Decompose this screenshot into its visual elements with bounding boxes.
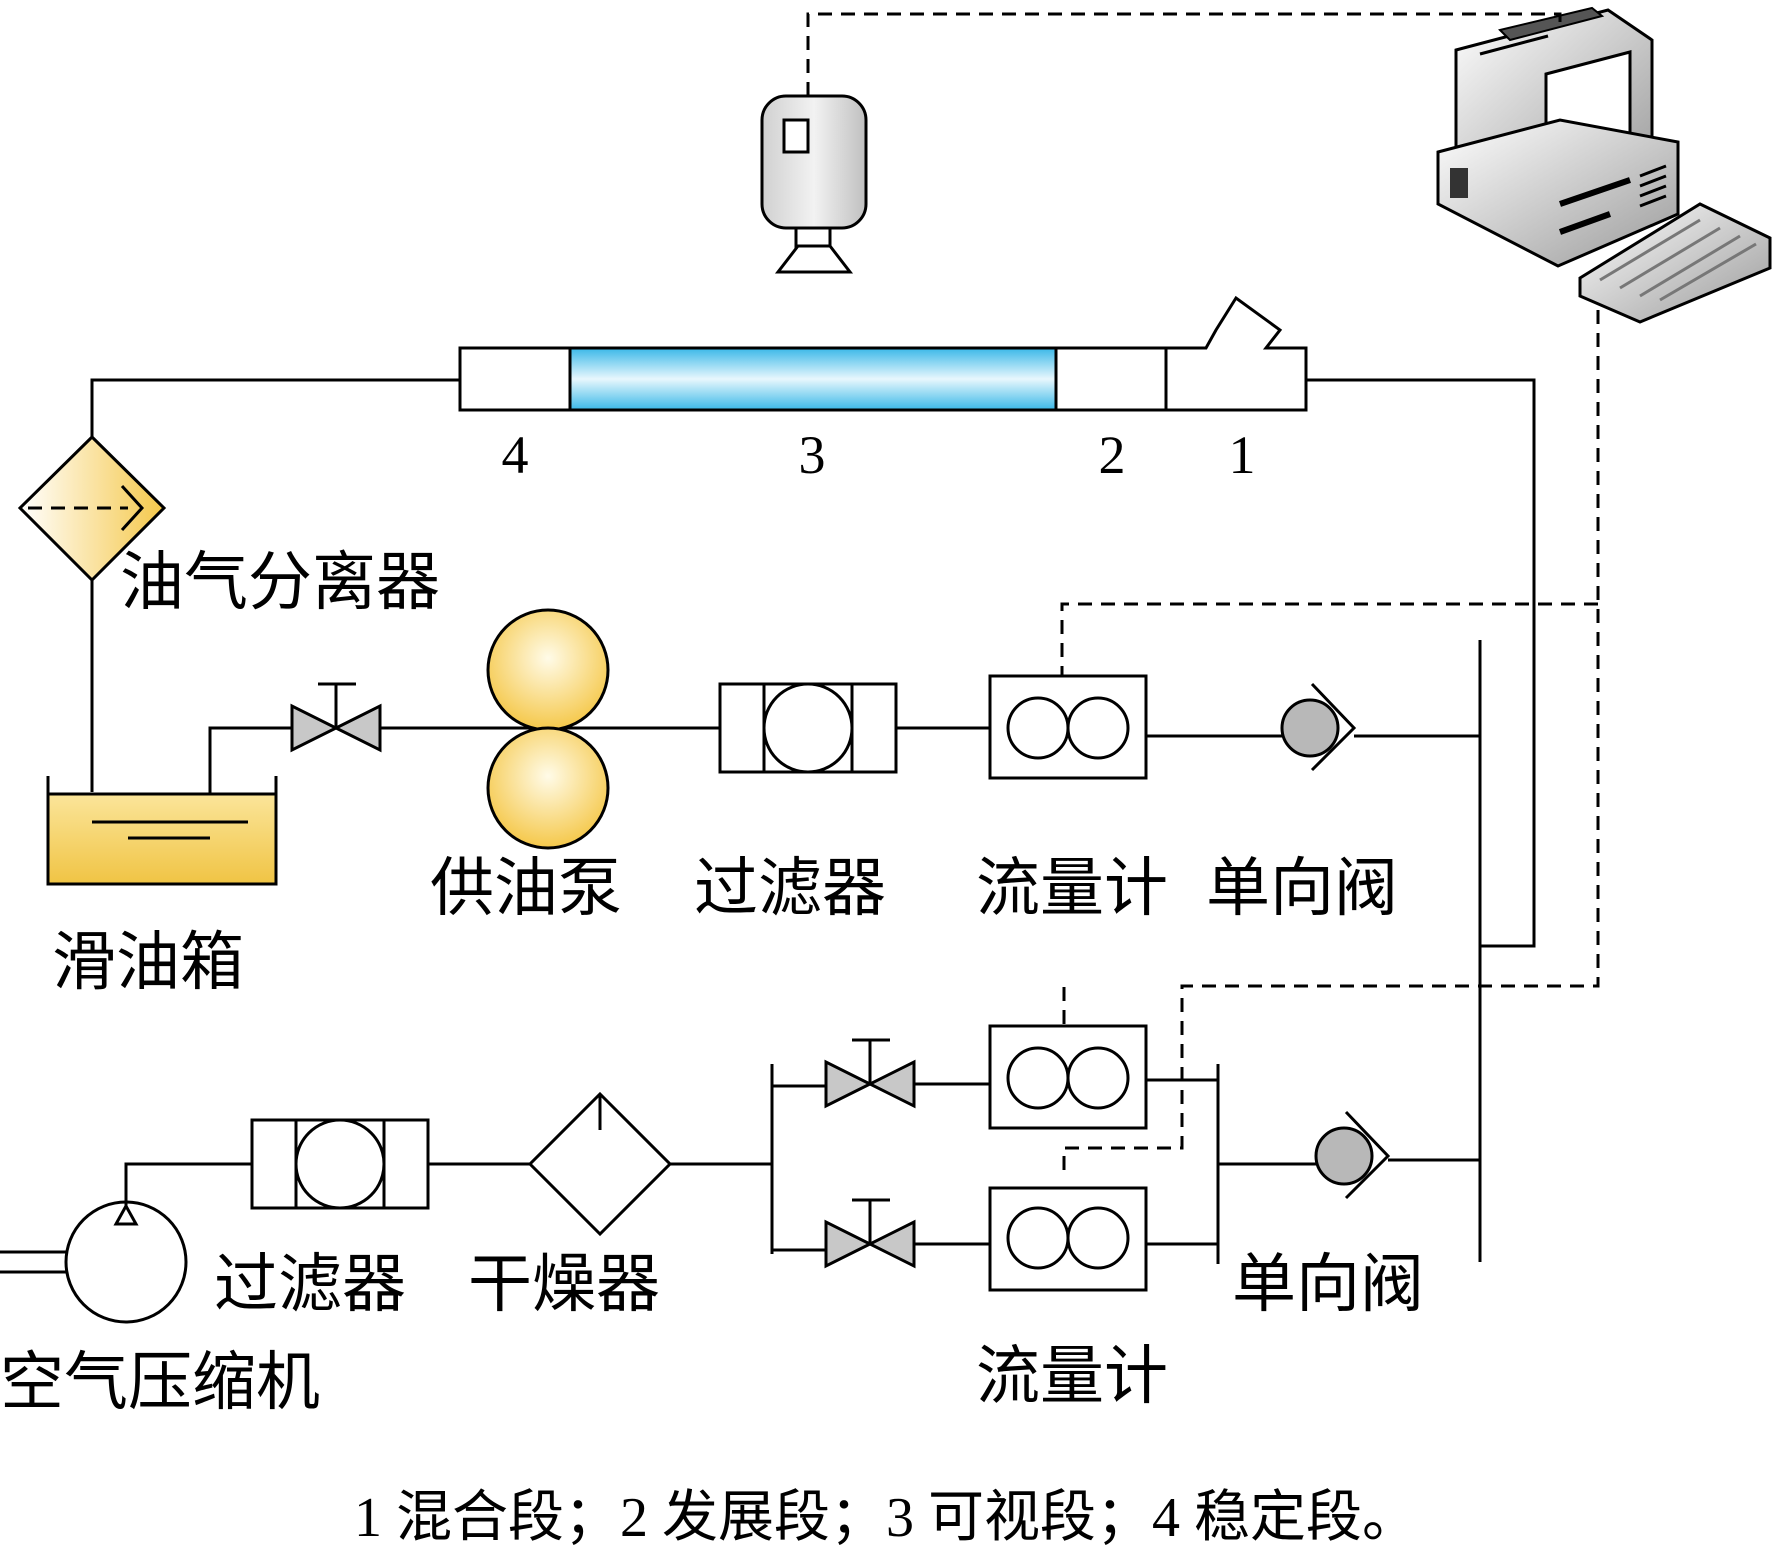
inlet-pipe [1306,378,1536,948]
air-check-ball-icon [1314,1126,1374,1186]
visual-tube-segment [568,346,1058,412]
pc-case [1436,118,1680,268]
air-valve-lower-left-icon [824,1219,874,1269]
air-flowmeter-lower-gear-left-icon [1006,1206,1070,1270]
check-ball-icon [1280,698,1340,758]
pipe-compressor-filter [124,1162,252,1206]
pump-rotor-top-icon [486,608,610,732]
oil-check-valve-label: 单向阀 [1206,853,1398,924]
test-section: 4 3 2 1 [458,295,1308,485]
oil-tank-label: 滑油箱 [52,927,244,998]
air-valve-lower-stem-icon [852,1198,890,1244]
air-valve-upper-stem-icon [852,1038,890,1084]
camera-lens-icon [774,244,854,274]
air-valve-lower-right-icon [866,1219,916,1269]
tank-outlet-pipe [208,726,292,794]
mixing-segment [1164,295,1308,412]
compressor-arrow-icon [113,1202,139,1226]
air-valve-upper [824,1038,916,1109]
air-compressor-label: 空气压缩机 [0,1347,320,1418]
air-check-valve-label: 单向阀 [1232,1249,1424,1320]
camera-viewfinder [782,118,810,154]
compressor-intake [0,1250,68,1274]
filter-element-icon [762,682,854,774]
keyboard-icon [1578,202,1772,324]
oil-filter-label: 过滤器 [694,853,886,924]
development-segment [1054,346,1168,412]
flowmeter-gear-left-icon [1006,696,1070,760]
air-flowmeter-label: 流量计 [976,1341,1168,1412]
oil-pump: 供油泵 [430,608,622,924]
computer [1436,6,1772,324]
camera-body [760,94,868,230]
separator-label: 油气分离器 [120,547,440,618]
valve-stem-icon [318,682,356,728]
oil-filter: 过滤器 [694,682,898,924]
monitor-line [1479,34,1549,56]
flowmeter-gear-right-icon [1066,696,1130,760]
air-valve-lower [824,1198,916,1269]
segment-label-4: 4 [502,425,529,485]
oil-flowmeter: 流量计 [976,674,1168,924]
segment-label-2: 2 [1099,425,1126,485]
segment-label-3: 3 [799,425,826,485]
air-flowmeter-lower: 流量计 [976,1186,1168,1412]
separator-arrow-icon [120,484,145,532]
air-filter: 过滤器 [214,1118,430,1320]
segment-label-1: 1 [1229,425,1256,485]
figure-caption: 1 混合段；2 发展段；3 可视段；4 稳定段。 [354,1487,1418,1549]
dryer: 干燥器 [468,1091,673,1320]
valve-left-icon [290,703,340,753]
dryer-diamond-icon [527,1091,673,1237]
stabilizing-segment [458,346,572,412]
oil-check-valve: 单向阀 [1206,682,1398,924]
drive-slot-icon [1559,177,1631,207]
oil-tank: 滑油箱 [46,776,278,998]
air-filter-element-icon [294,1118,386,1210]
disk-slot-icon [1450,168,1468,198]
dryer-label: 干燥器 [468,1249,660,1320]
check-seat-icon [1310,682,1357,772]
air-flowmeter-upper-gear-left-icon [1006,1046,1070,1110]
oil-flowmeter-label: 流量计 [976,853,1168,924]
air-flow-signal-line [1062,310,1600,1172]
case-vent-icon [1639,164,1667,208]
air-check-seat-icon [1344,1110,1391,1200]
valve-right-icon [332,703,382,753]
tank-wall [46,776,278,886]
air-valve-upper-right-icon [866,1059,916,1109]
air-check-valve: 单向阀 [1232,1110,1424,1320]
camera-signal-line [806,12,1562,96]
oil-flow-signal-line [1060,602,1598,676]
air-valve-upper-left-icon [824,1059,874,1109]
air-flowmeter-lower-gear-right-icon [1066,1206,1130,1270]
air-compressor: 空气压缩机 [0,1200,320,1418]
keyboard-keys [1599,218,1757,302]
air-flowmeter-upper [988,1024,1148,1130]
tank-level-marks [92,820,248,840]
return-pipe [90,378,460,437]
oil-gas-separator: 油气分离器 [17,434,440,618]
oil-valve [290,682,382,753]
drive-slot-icon-2 [1558,211,1612,235]
air-filter-label: 过滤器 [214,1249,406,1320]
pump-rotor-bottom-icon [486,726,610,850]
oil-pump-label: 供油泵 [430,853,622,924]
air-flowmeter-upper-gear-right-icon [1066,1046,1130,1110]
high-speed-camera [760,94,868,274]
